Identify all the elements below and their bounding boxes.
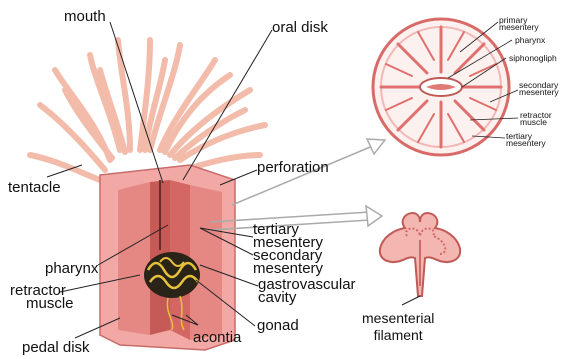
label-gonad: gonad xyxy=(257,318,299,333)
label-cs-tertiary-mesentery: tertiary mesentery xyxy=(506,133,546,147)
label-perforation: perforation xyxy=(257,160,329,175)
label-tentacle: tentacle xyxy=(8,180,61,195)
label-acontia: acontia xyxy=(193,330,241,345)
inset-arrows xyxy=(210,139,385,230)
label-secondary-mesentery: secondary mesentery xyxy=(253,249,323,275)
label-pedal-disk: pedal disk xyxy=(22,340,90,355)
cross-section-illustration xyxy=(373,19,518,155)
mesenterial-filament-illustration xyxy=(380,213,460,296)
label-mesenterial-filament: mesenterial filament xyxy=(362,310,434,344)
label-oral-disk: oral disk xyxy=(272,20,328,35)
label-retractor-muscle: retractor muscle xyxy=(10,284,74,310)
label-cs-pharynx: pharynx xyxy=(515,37,545,44)
label-cs-primary-mesentery: primary mesentery xyxy=(499,17,539,31)
label-cs-retractor-muscle: retractor muscle xyxy=(520,112,552,126)
label-tertiary-mesentery: tertiary mesentery xyxy=(253,223,323,249)
label-cs-siphonoglyph: siphonogliph xyxy=(509,55,557,62)
label-cs-secondary-mesentery: secondary mesentery xyxy=(519,82,559,96)
label-pharynx: pharynx xyxy=(45,261,98,276)
label-mouth: mouth xyxy=(64,9,106,24)
tentacles xyxy=(30,40,265,180)
label-gastrovascular-cavity: gastrovascular cavity xyxy=(258,278,356,304)
